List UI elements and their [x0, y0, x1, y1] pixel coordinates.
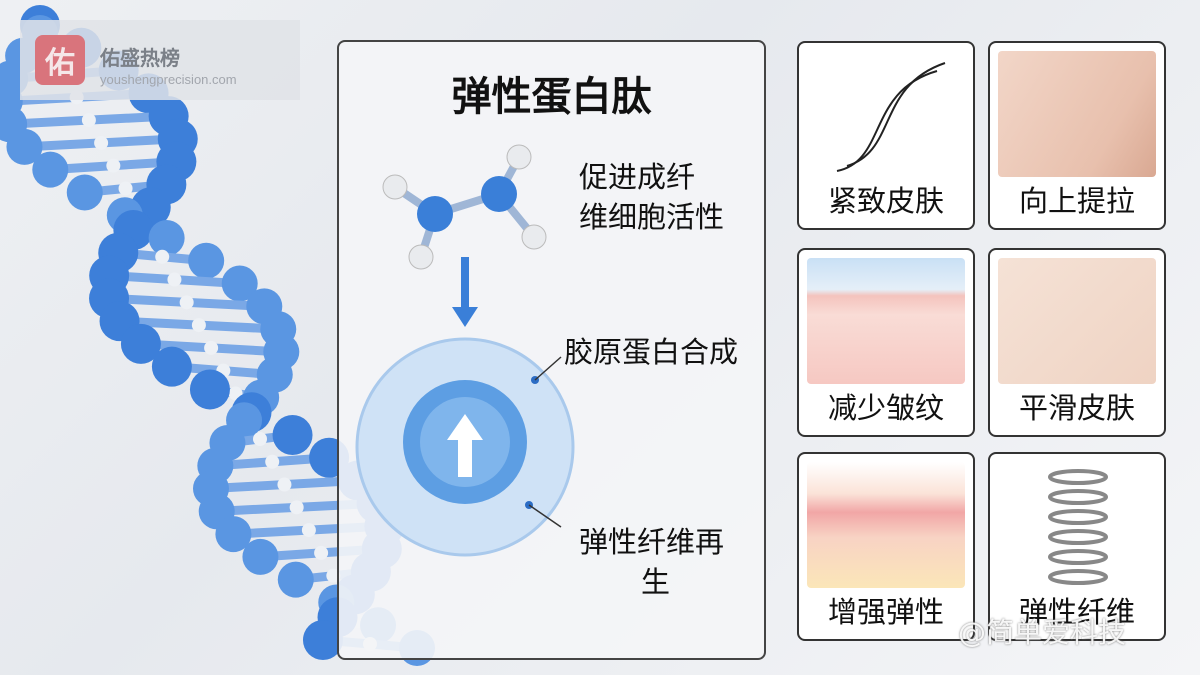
dna-bead — [6, 128, 43, 165]
dna-bond — [301, 523, 316, 538]
benefit-card-smooth: 平滑皮肤 — [988, 248, 1166, 437]
step2-text: 胶原蛋白合成 — [564, 335, 739, 369]
mechanism-diagram — [355, 144, 575, 557]
dna-bond — [155, 249, 170, 264]
dna-bond — [191, 318, 206, 333]
author-watermark: @简单爱科技 — [958, 616, 1127, 649]
step1-line2: 维细胞活性 — [579, 200, 725, 234]
watermark-name: 佑盛热榜 — [100, 46, 180, 70]
dna-bond — [118, 181, 133, 196]
face-skin-icon — [998, 51, 1156, 177]
card-label: 增强弹性 — [827, 595, 944, 629]
dna-bond — [265, 454, 280, 469]
card-label: 平滑皮肤 — [1018, 391, 1135, 425]
card-label: 紧致皮肤 — [827, 184, 944, 218]
down-arrow-icon — [452, 257, 478, 327]
dna-bead — [32, 151, 69, 188]
step1-line1: 促进成纤 — [579, 160, 696, 194]
step3-line2: 生 — [641, 565, 671, 599]
spring-icon — [1048, 469, 1108, 585]
dna-bead — [272, 415, 313, 455]
benefit-card-lift: 向上提拉 — [988, 41, 1166, 230]
step1-text: 促进成纤 维细胞活性 — [579, 157, 724, 237]
dna-bead — [148, 220, 185, 256]
mechanism-panel: 弹性蛋白肽 — [337, 40, 766, 660]
dna-bead — [151, 346, 192, 387]
molecule-icon — [382, 144, 547, 270]
watermark-url: youshengprecision.com — [100, 72, 237, 87]
dna-bond — [326, 568, 341, 583]
card-label: 弹性纤维 — [1018, 595, 1135, 629]
dna-bond — [94, 135, 109, 150]
curve-lines-icon — [836, 62, 946, 172]
dna-bead — [215, 516, 252, 553]
dna-bond — [277, 477, 292, 492]
step3-text: 弹性纤维再 生 — [579, 522, 724, 602]
dna-bond — [204, 340, 219, 355]
benefit-card-fiber: 弹性纤维 — [988, 452, 1166, 641]
watermark: 佑 佑盛热榜 youshengprecision.com — [20, 20, 300, 100]
step3-line1: 弹性纤维再 — [579, 525, 725, 559]
card-label: 减少皱纹 — [827, 391, 944, 425]
watermark-logo: 佑 — [35, 35, 85, 85]
dna-bead — [221, 265, 258, 302]
dna-bond — [314, 545, 329, 560]
dna-bead — [277, 561, 314, 598]
dna-bond — [289, 500, 304, 515]
dna-bond — [106, 158, 121, 173]
benefit-card-firm: 紧致皮肤 — [797, 41, 975, 230]
dna-bond — [167, 272, 182, 287]
panel-title: 弹性蛋白肽 — [451, 74, 652, 120]
dna-bead — [189, 369, 230, 410]
benefit-card-wrinkles: 减少皱纹 — [797, 248, 975, 437]
dna-bond — [179, 295, 194, 310]
dna-bead — [242, 538, 279, 575]
smooth-skin-icon — [998, 258, 1156, 384]
card-label: 向上提拉 — [1018, 184, 1135, 218]
dna-bead — [120, 323, 161, 364]
dna-bead — [302, 620, 343, 660]
cell-icon — [355, 337, 575, 557]
skin-layer-icon — [807, 462, 965, 588]
dna-bead — [66, 174, 103, 211]
dna-bond — [253, 432, 267, 446]
benefit-card-elasticity: 增强弹性 — [797, 452, 975, 641]
skin-layer-icon — [807, 258, 965, 384]
dna-bond — [81, 113, 96, 128]
dna-bead — [188, 242, 225, 279]
